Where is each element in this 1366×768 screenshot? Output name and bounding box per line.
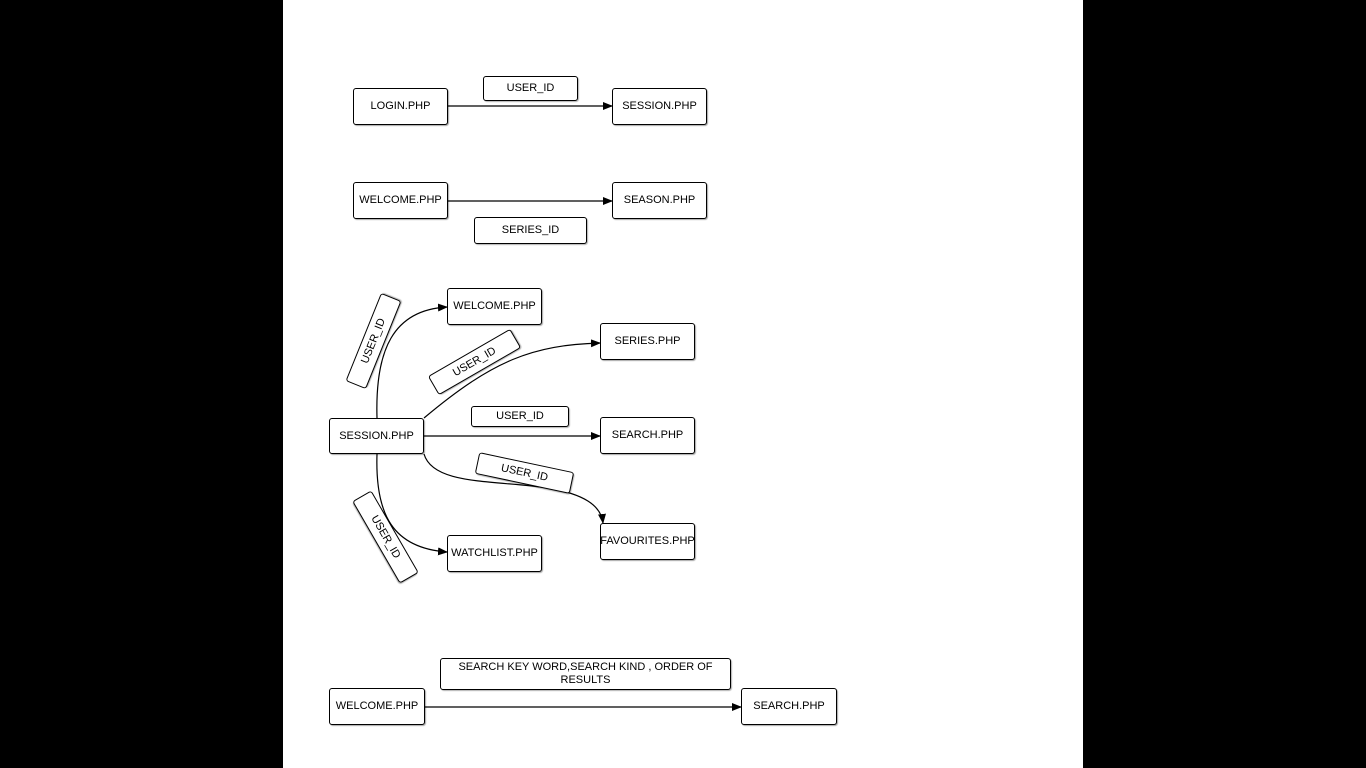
search-php-node: SEARCH.PHP [741,688,837,725]
welcome-php-node: WELCOME.PHP [353,182,448,219]
season-php-node: SEASON.PHP [612,182,707,219]
watchlist-php-node: WATCHLIST.PHP [447,535,542,572]
search-params-label: SEARCH KEY WORD,SEARCH KIND , ORDER OF R… [440,658,731,690]
arrow-session-to-welcome [376,303,448,419]
arrow-session-to-series [423,339,601,419]
diagram-canvas: LOGIN.PHP SESSION.PHP USER_ID WELCOME.PH… [283,0,1083,768]
search-php-node: SEARCH.PHP [600,417,695,454]
series-id-label: SERIES_ID [474,217,587,244]
favourites-php-node: FAVOURITES.PHP [600,523,695,560]
user-id-label-search: USER_ID [471,406,569,427]
login-php-node: LOGIN.PHP [353,88,448,125]
session-php-node: SESSION.PHP [329,418,424,454]
welcome-php-node: WELCOME.PHP [329,688,425,725]
user-id-label: USER_ID [483,76,578,101]
welcome-php-node: WELCOME.PHP [447,288,542,325]
series-php-node: SERIES.PHP [600,323,695,360]
session-php-node: SESSION.PHP [612,88,707,125]
